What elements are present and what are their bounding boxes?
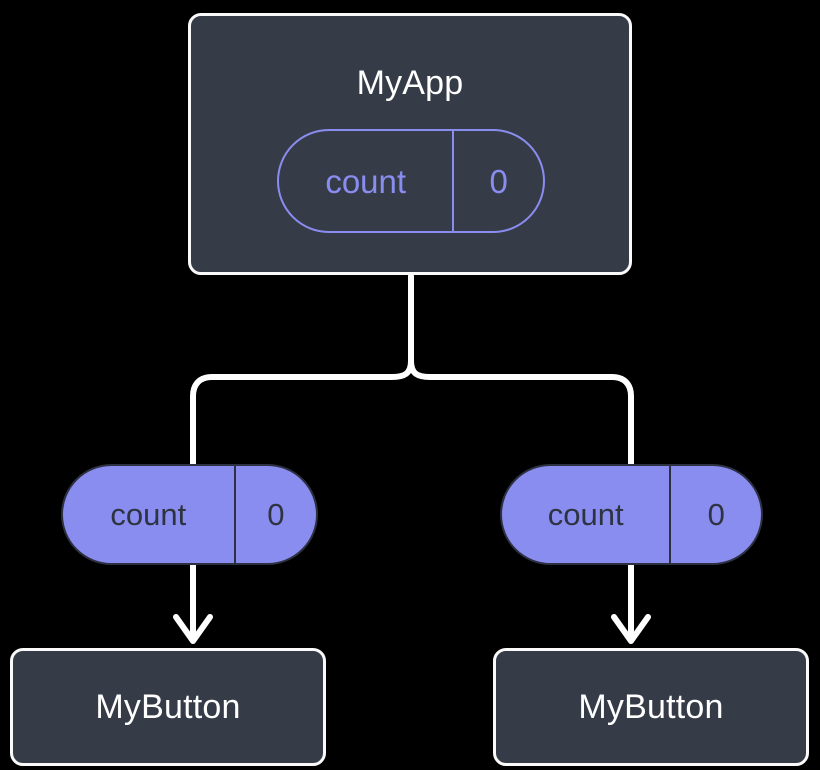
state-pill-right-value: 0	[669, 466, 761, 563]
edge-split-peak-right	[408, 358, 634, 469]
edge-split-peak	[190, 358, 414, 469]
state-pill-left[interactable]: count 0	[61, 464, 318, 565]
state-pill-myapp-key: count	[325, 162, 407, 200]
node-mybutton-left-title: MyButton	[95, 688, 241, 726]
state-pill-myapp[interactable]: count 0	[277, 129, 545, 233]
node-mybutton-left[interactable]: MyButton	[10, 648, 326, 766]
node-mybutton-right-title: MyButton	[578, 688, 724, 726]
state-pill-right-key: count	[547, 497, 624, 532]
node-mybutton-right[interactable]: MyButton	[493, 648, 809, 766]
state-pill-right[interactable]: count 0	[500, 464, 763, 565]
edge-arrow-left-head	[173, 614, 213, 644]
node-myapp-title: MyApp	[356, 64, 464, 102]
state-pill-left-key: count	[110, 497, 187, 532]
state-pill-left-value: 0	[233, 466, 316, 563]
edge-arrow-right-head	[611, 614, 651, 644]
state-pill-myapp-value: 0	[452, 131, 543, 231]
